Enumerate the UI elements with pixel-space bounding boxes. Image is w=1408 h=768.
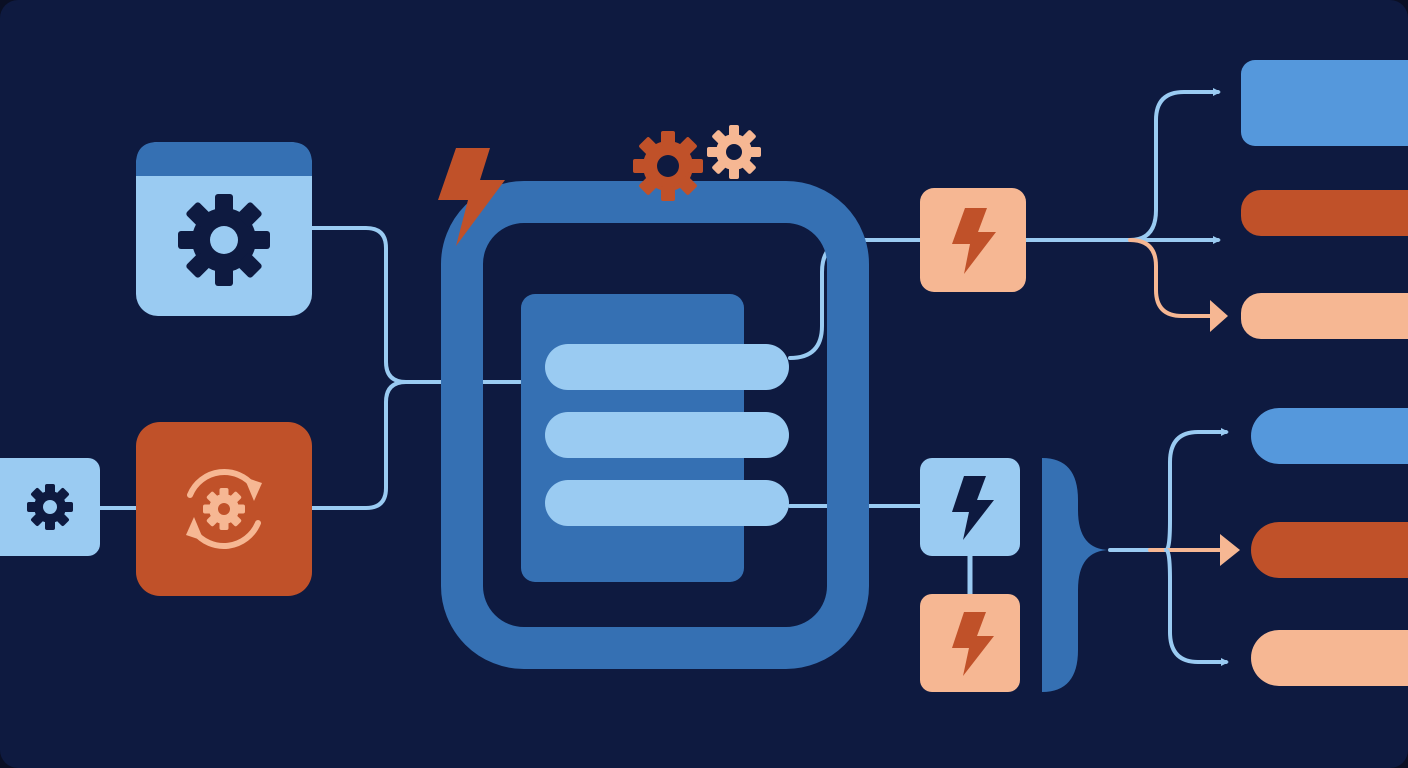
- central-document-node[interactable]: [441, 181, 869, 669]
- lightning-icon: [952, 612, 994, 676]
- event-trigger-top-node[interactable]: [920, 188, 1026, 292]
- gear-icon: [707, 125, 761, 179]
- settings-window-node[interactable]: [136, 142, 312, 316]
- sync-process-node[interactable]: [136, 422, 312, 596]
- connector-top-to-output-1: [1128, 88, 1221, 242]
- connector-bottom-to-output-3: [1164, 548, 1229, 666]
- outputs: [1241, 60, 1408, 686]
- document-row-3: [545, 480, 789, 526]
- connectors: [98, 88, 1240, 666]
- connector-bottom-to-output-1: [1164, 428, 1229, 552]
- small-settings-node[interactable]: [0, 458, 100, 556]
- output-bottom-3[interactable]: [1251, 630, 1408, 686]
- output-top-2[interactable]: [1241, 190, 1408, 236]
- lightning-icon: [952, 476, 994, 540]
- lightning-icon: [952, 208, 996, 274]
- output-bottom-2[interactable]: [1251, 522, 1408, 578]
- arrowhead-peach-top: [1210, 300, 1228, 332]
- event-trigger-middle-node[interactable]: [920, 458, 1020, 556]
- gear-icon: [27, 484, 73, 530]
- connector-settings-to-document: [310, 226, 522, 384]
- connector-sync-to-document: [310, 380, 408, 510]
- gear-icon: [633, 131, 703, 201]
- connector-top-to-output-3: [1128, 238, 1222, 318]
- gear-icon: [178, 194, 270, 286]
- splitter-shape[interactable]: [1042, 458, 1110, 692]
- event-trigger-bottom-node[interactable]: [920, 594, 1020, 692]
- document-row-2: [545, 412, 789, 458]
- output-top-3[interactable]: [1241, 293, 1408, 339]
- output-bottom-1[interactable]: [1251, 408, 1408, 464]
- document-row-1: [545, 344, 789, 390]
- arrowhead-peach-bottom: [1220, 534, 1240, 566]
- refresh-gear-icon: [186, 469, 262, 549]
- output-top-1[interactable]: [1241, 60, 1408, 146]
- lightning-icon: [438, 148, 505, 246]
